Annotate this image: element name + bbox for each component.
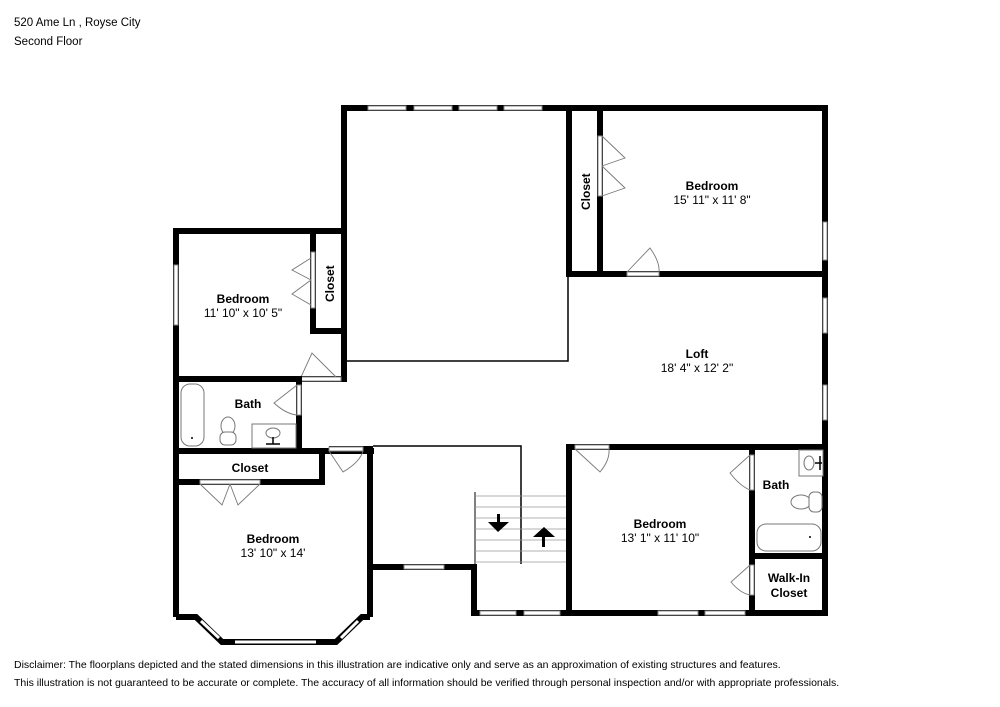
- bathtub-w: [180, 383, 205, 447]
- loft-label: Loft: [686, 347, 709, 361]
- bedroom-se-dims: 13' 1" x 11' 10": [621, 531, 699, 545]
- bedroom-se-walls: [566, 444, 828, 616]
- loft-walls: [566, 271, 828, 451]
- bedroom-sw-label: Bedroom: [247, 532, 300, 546]
- bathtub-e: [756, 523, 822, 552]
- bath-w-walls: [173, 376, 374, 454]
- central-open-area: [341, 105, 571, 380]
- toilet-e: [790, 494, 812, 510]
- bedroom-sw-walls: [173, 446, 373, 645]
- stairs-area: [367, 445, 575, 616]
- property-address: 520 Ame Ln , Royse City: [14, 17, 141, 29]
- stairs-down-arrow-icon: [488, 514, 509, 532]
- bedroom-ne-label: Bedroom: [686, 179, 739, 193]
- bedroom-sw-dims: 13' 10" x 14': [241, 546, 306, 560]
- disclaimer: Disclaimer: The floorplans depicted and …: [14, 656, 839, 692]
- header: 520 Ame Ln , Royse City Second Floor: [14, 14, 141, 52]
- disclaimer-line-1: Disclaimer: The floorplans depicted and …: [14, 659, 781, 671]
- bath-e-label: Bath: [763, 478, 790, 492]
- bath-w-label: Bath: [235, 397, 262, 411]
- walkin-closet-label-line1: Walk-In: [768, 571, 810, 585]
- disclaimer-line-2: This illustration is not guaranteed to b…: [14, 677, 840, 689]
- bedroom-ne-walls: [566, 105, 828, 277]
- bedroom-w-dims: 11' 10" x 10' 5": [204, 306, 282, 320]
- closet-sw-walls: [173, 448, 325, 506]
- closet-sw-label: Closet: [232, 461, 269, 475]
- bedroom-se-label: Bedroom: [634, 517, 687, 531]
- walkin-closet-label-line2: Closet: [771, 586, 808, 600]
- floor-name: Second Floor: [14, 36, 83, 48]
- bedroom-w-label: Bedroom: [217, 292, 270, 306]
- bedroom-ne-dims: 15' 11" x 11' 8": [673, 193, 750, 207]
- stairs-up-arrow-icon: [533, 527, 555, 547]
- loft-dims: 18' 4" x 12' 2": [661, 361, 733, 375]
- bath-e-walls: [749, 444, 828, 616]
- closet-w-label: Closet: [323, 265, 337, 302]
- closet-ne-label: Closet: [579, 173, 593, 210]
